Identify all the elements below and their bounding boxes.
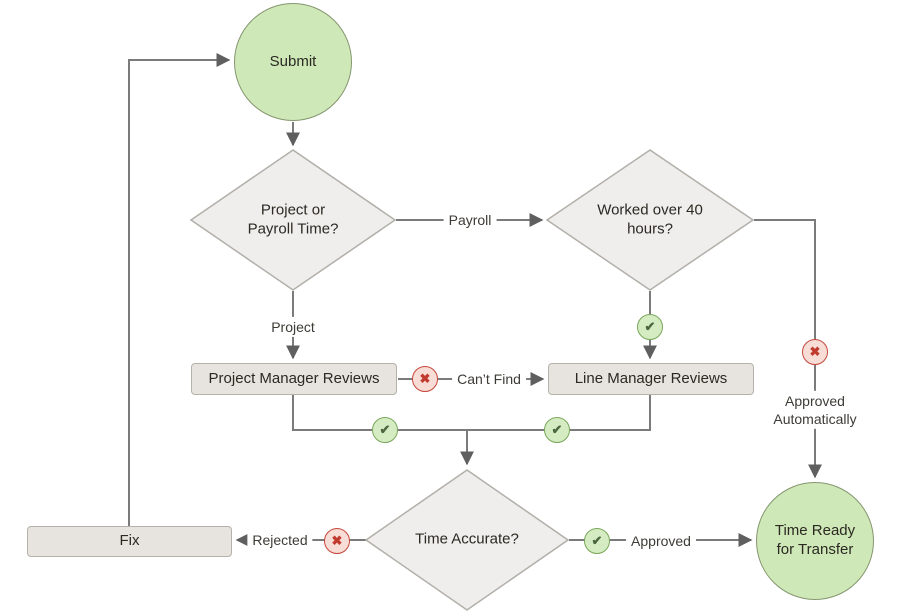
edge-label-approved-automatically: Approved Automatically [754,390,876,430]
edge-label-cant-find: Can’t Find [452,368,526,390]
error-icon: ✖ [802,339,828,365]
edge-label-payroll: Payroll [443,209,497,231]
edge-reviews-merge [292,395,651,431]
node-time-ready-for-transfer: Time Ready for Transfer [756,482,874,600]
node-submit: Submit [234,3,352,121]
node-line-manager-label: Line Manager Reviews [574,369,728,387]
node-project-manager-label: Project Manager Reviews [208,369,380,387]
edge-label-rejected: Rejected [247,529,313,551]
success-icon: ✔ [544,417,570,443]
edge-label-approved: Approved [626,530,696,552]
edge-fix-to-submit [128,53,231,526]
error-icon: ✖ [324,528,350,554]
decision-project-or-payroll [189,149,397,291]
edge-label-project: Project [266,316,320,338]
node-project-manager-reviews: Project Manager Reviews [191,363,397,395]
decision-project-or-payroll-label: Project or Payroll Time? [247,201,339,237]
decision-worked-over-40 [545,149,755,291]
node-fix: Fix [27,526,232,557]
success-icon: ✔ [637,314,663,340]
decision-time-accurate-label: Time Accurate? [415,530,519,548]
node-line-manager-reviews: Line Manager Reviews [548,363,754,395]
success-icon: ✔ [584,528,610,554]
success-icon: ✔ [372,417,398,443]
error-icon: ✖ [412,366,438,392]
node-submit-label: Submit [269,52,317,70]
decision-worked-over-40-label: Worked over 40 hours? [597,201,703,237]
node-time-ready-label: Time Ready for Transfer [774,522,856,558]
decision-time-accurate [364,469,570,611]
node-fix-label: Fix [119,532,140,550]
